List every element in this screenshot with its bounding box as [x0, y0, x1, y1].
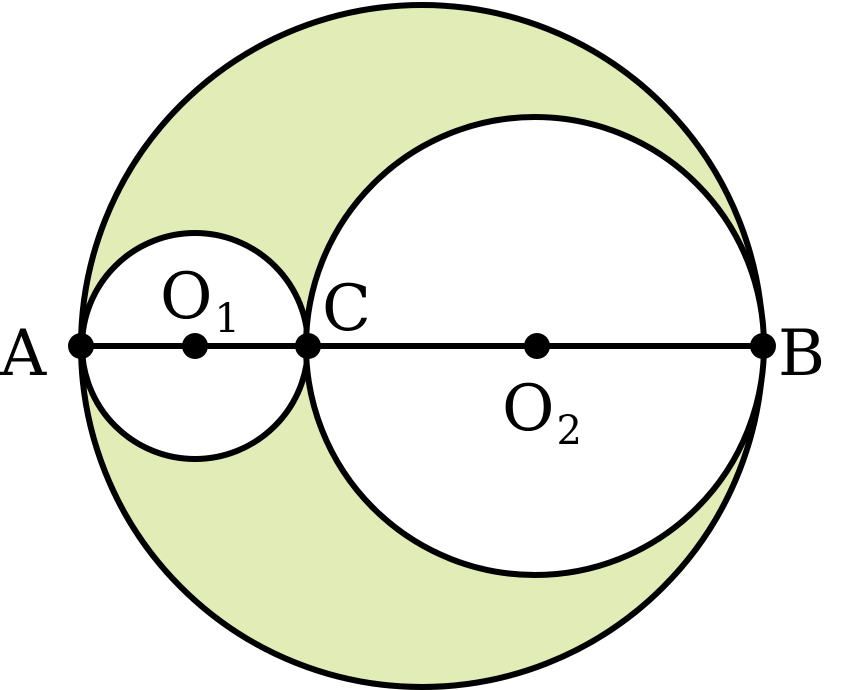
- point-a: [68, 333, 94, 359]
- label-o1: O1: [160, 260, 240, 342]
- point-b: [750, 333, 776, 359]
- label-o2: O2: [502, 372, 582, 454]
- label-a: A: [0, 317, 47, 391]
- label-b: B: [778, 317, 825, 391]
- label-o2-subscript: 2: [556, 408, 581, 454]
- label-o2-letter: O: [502, 372, 554, 446]
- point-o1: [182, 333, 208, 359]
- label-o1-subscript: 1: [214, 296, 239, 342]
- point-c: [295, 333, 321, 359]
- label-c: C: [322, 272, 371, 346]
- label-o1-letter: O: [160, 260, 212, 334]
- point-o2: [524, 333, 550, 359]
